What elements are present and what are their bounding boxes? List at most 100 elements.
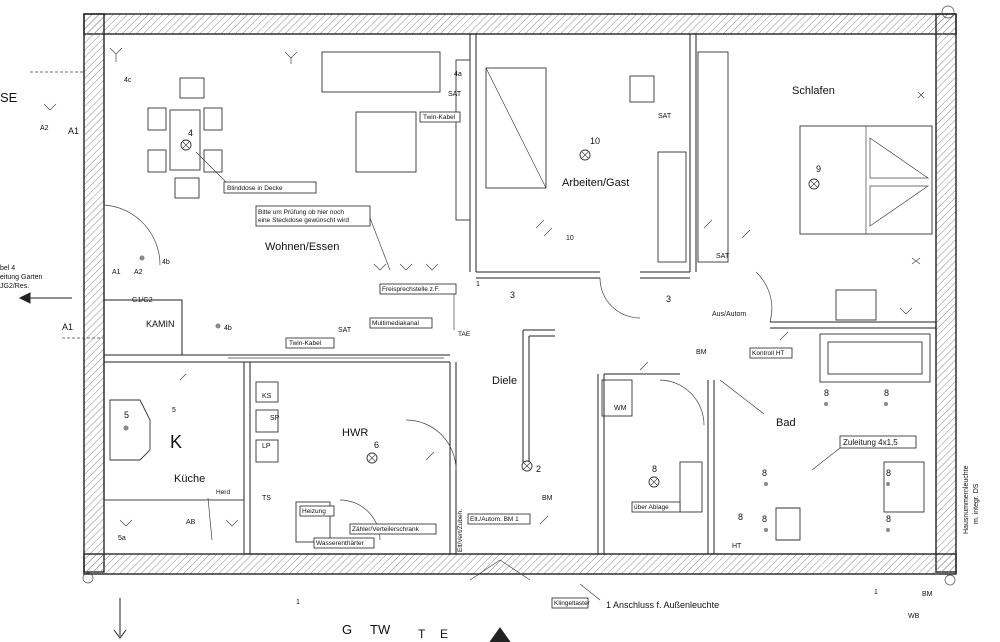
label-2: 2 — [536, 464, 541, 474]
room-kueche: Küche — [174, 473, 205, 485]
room-hwr: HWR — [342, 427, 368, 439]
svg-text:Twin-Kabel: Twin-Kabel — [289, 340, 322, 347]
label-8-5: 8 — [762, 514, 767, 524]
label-ab: AB — [186, 519, 196, 526]
label-4b-1: 4b — [162, 259, 170, 266]
label-9: 9 — [816, 164, 821, 174]
svg-text:Heizung: Heizung — [302, 508, 326, 515]
label-ht: HT — [732, 543, 742, 550]
label-a1-c: A1 — [62, 322, 73, 332]
tag-multimedia: Multimediakanal — [369, 317, 433, 329]
tag-wasser: Wasserenthärter — [313, 537, 375, 549]
symbol-labels: SAT SAT SAT SAT A1 A1 A1 A2 A2 G1/G2 4a … — [40, 71, 933, 620]
tag-zaehler: Zähler/Verteilerschrank — [349, 523, 437, 535]
lamp-schlafen — [808, 178, 820, 190]
label-8-3: 8 — [762, 468, 767, 478]
tag-klingel: Klingeltaster — [551, 597, 591, 609]
label-a2-b: A2 — [134, 269, 143, 276]
label-10-a: 10 — [590, 136, 600, 146]
tag-ueber-ablage: über Ablage — [631, 501, 681, 513]
label-sat-1: SAT — [448, 91, 462, 98]
room-kamin: KAMIN — [146, 319, 175, 329]
tag-tae: TAE — [458, 331, 471, 338]
room-schlafen: Schlafen — [792, 85, 835, 97]
label-wm: WM — [614, 405, 627, 412]
furniture — [103, 51, 933, 555]
edge-tw: TW — [370, 622, 391, 637]
label-4c: 4c — [124, 77, 132, 84]
label-bm-1: BM — [696, 349, 707, 356]
label-5a: 5a — [118, 535, 126, 542]
tag-elt-vert: Elt/Vert/Zubeh. — [457, 509, 464, 552]
svg-text:Zähler/Verteilerschrank: Zähler/Verteilerschrank — [352, 526, 420, 533]
svg-text:Zuleitung 4x1,5: Zuleitung 4x1,5 — [843, 438, 898, 447]
label-6: 6 — [374, 440, 379, 450]
label-ks: KS — [262, 393, 272, 400]
interior-walls — [103, 34, 936, 554]
svg-text:Blinddose in Decke: Blinddose in Decke — [227, 185, 283, 192]
label-5: 5 — [124, 410, 129, 420]
label-10-b: 10 — [566, 235, 574, 242]
edge-g: G — [342, 622, 352, 637]
label-lp: LP — [262, 443, 271, 450]
tag-twin-top: Twin-Kabel — [419, 111, 461, 123]
tag-elt: Elt./Autom. BM 1 — [467, 513, 531, 525]
room-labels: Wohnen/Essen Küche HWR Diele Arbeiten/Ga… — [146, 85, 835, 485]
label-a1-a: A1 — [68, 126, 79, 136]
label-g1g2: G1/G2 — [132, 297, 153, 304]
doors — [103, 204, 773, 581]
svg-text:Multimediakanal: Multimediakanal — [372, 320, 420, 327]
label-8-1: 8 — [824, 388, 829, 398]
label-3-1: 3 — [510, 290, 515, 300]
label-ausautom: Aus/Autom — [712, 311, 746, 318]
label-8-8: 8 — [738, 512, 743, 522]
room-wohnen: Wohnen/Essen — [265, 241, 339, 253]
room-bad: Bad — [776, 417, 796, 429]
tag-boxes: Blinddose in Decke Bitte um Prüfung ob h… — [216, 111, 917, 610]
edge-vertical-1: Hausnummernleuchte — [963, 465, 970, 534]
label-sat-4: SAT — [338, 327, 352, 334]
svg-text:Klingeltaster: Klingeltaster — [554, 600, 591, 607]
edge-note-1: bel 4 — [0, 265, 15, 272]
lamp-arbeiten — [579, 149, 591, 161]
edge-note-3: JG2/Res. — [0, 283, 29, 290]
svg-text:Elt./Autom. BM 1: Elt./Autom. BM 1 — [470, 516, 519, 523]
outer-walls — [82, 5, 957, 586]
tag-freisprech: Freisprechstelle z.F. — [379, 283, 457, 295]
label-4b-2: 4b — [224, 325, 232, 332]
label-wb: WB — [908, 613, 920, 620]
tag-twin-left: Twin-Kabel — [285, 337, 335, 349]
svg-text:Freisprechstelle z.F.: Freisprechstelle z.F. — [382, 286, 440, 293]
svg-text:Wasserenthärter: Wasserenthärter — [316, 540, 365, 547]
label-4a: 4a — [454, 71, 462, 78]
label-sat-3: SAT — [716, 253, 730, 260]
tag-heizung: Heizung — [299, 505, 335, 517]
room-arbeiten: Arbeiten/Gast — [562, 177, 629, 189]
label-1-a: 1 — [296, 599, 300, 606]
svg-text:eine Steckdose gewünscht wird: eine Steckdose gewünscht wird — [258, 217, 349, 224]
lamp-bad-wm — [648, 476, 660, 488]
ceiling-lamps — [123, 139, 890, 532]
room-diele: Diele — [492, 375, 517, 387]
label-8-4: 8 — [886, 468, 891, 478]
label-8-6: 8 — [886, 514, 891, 524]
label-3-2: 3 — [666, 294, 671, 304]
label-5b: 5 — [172, 407, 176, 414]
edge-se: SE — [0, 90, 18, 105]
svg-text:Twin-Kabel: Twin-Kabel — [423, 114, 456, 121]
label-bm-2: BM — [542, 495, 553, 502]
lamp-hwr — [366, 452, 378, 464]
edge-e: E — [440, 627, 448, 641]
label-1-b: 1 — [476, 281, 480, 288]
label-k: K — [170, 432, 182, 452]
svg-text:Bitte um Prüfung ob hier noch: Bitte um Prüfung ob hier noch — [258, 209, 344, 216]
label-ts: TS — [262, 495, 271, 502]
edge-text: SE bel 4 eitung Garten JG2/Res. G TW T E… — [0, 90, 980, 641]
edge-t: T — [418, 627, 426, 641]
label-sp: SP — [270, 415, 280, 422]
edge-note-2: eitung Garten — [0, 274, 43, 281]
label-bm-3: BM — [922, 591, 933, 598]
label-a1-b: A1 — [112, 269, 121, 276]
